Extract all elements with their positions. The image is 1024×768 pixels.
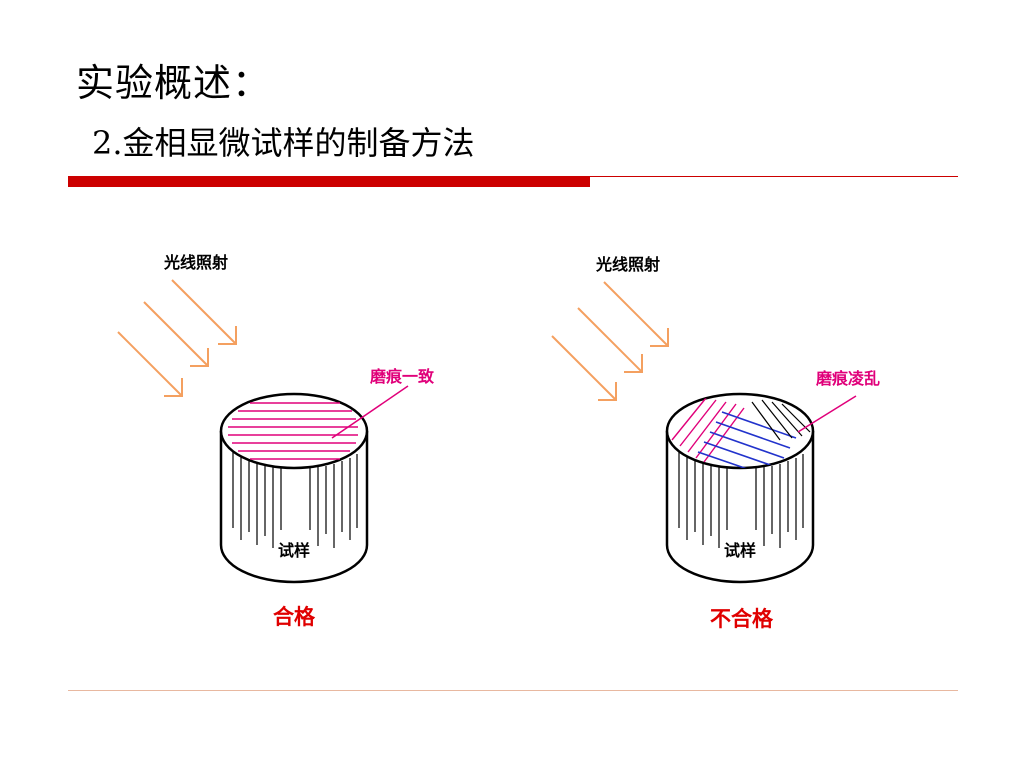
- light-arrows: [117, 279, 237, 397]
- surface-annotation: 磨痕凌乱: [816, 369, 880, 388]
- light-label: 光线照射: [595, 255, 660, 274]
- cylinder-side-hatching: [678, 450, 804, 548]
- verdict-qualified: 合格: [273, 605, 316, 629]
- light-arrow: [577, 307, 643, 373]
- light-arrow: [117, 331, 183, 397]
- specimen-label: 试样: [278, 541, 310, 560]
- slide-subtitle: 2.金相显微试样的制备方法: [92, 124, 475, 162]
- light-arrows: [551, 281, 669, 401]
- specimen-label: 试样: [724, 541, 756, 560]
- title-underline-thick: [68, 176, 590, 187]
- unqualified-specimen-diagram: 光线照射: [551, 255, 880, 631]
- surface-annotation: 磨痕一致: [370, 367, 435, 386]
- uniform-scratches: [228, 402, 358, 460]
- cylinder-side-hatching: [232, 450, 358, 548]
- callout-leader: [797, 395, 857, 433]
- footer-divider: [68, 690, 958, 691]
- light-arrow: [551, 335, 617, 401]
- qualified-specimen-diagram: 光线照射: [117, 253, 435, 629]
- title-underline-thin: [590, 176, 958, 177]
- blue-scratches: [697, 411, 797, 468]
- light-arrow: [603, 281, 669, 347]
- light-arrow: [143, 301, 209, 367]
- cylinder: 试样: [219, 392, 369, 584]
- verdict-unqualified: 不合格: [710, 607, 774, 631]
- slide-title: 实验概述：: [76, 61, 272, 105]
- light-label: 光线照射: [163, 253, 228, 272]
- light-arrow: [171, 279, 237, 345]
- callout-leader: [331, 385, 409, 439]
- cylinder: 试样: [665, 392, 815, 584]
